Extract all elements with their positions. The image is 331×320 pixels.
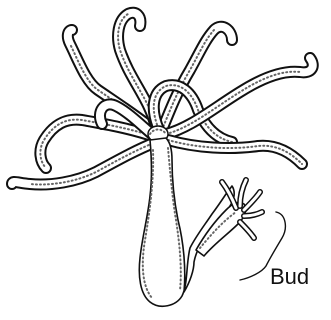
tentacle-lower-right xyxy=(168,140,302,164)
bud-label: Bud xyxy=(270,266,309,288)
tentacle-lower-left xyxy=(12,142,156,185)
bud xyxy=(196,180,262,256)
